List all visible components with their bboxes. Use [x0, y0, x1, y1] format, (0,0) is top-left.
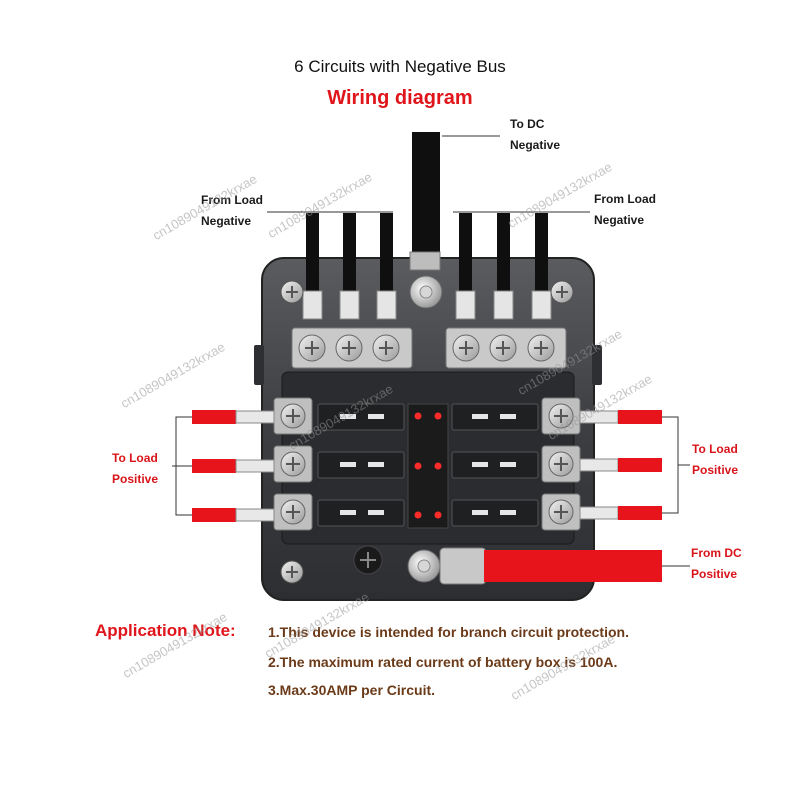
- mounting-screws: [280, 280, 574, 584]
- led-indicators: [414, 412, 442, 519]
- application-note-item-2: 2.The maximum rated current of battery b…: [268, 654, 618, 670]
- label-from-dc-positive: From DC Positive: [691, 546, 742, 581]
- dc-positive-ring-lug: [439, 547, 487, 585]
- label-to-dc-negative: To DC Negative: [510, 117, 561, 152]
- side-tab-right: [592, 345, 602, 385]
- load-negative-wires: [302, 213, 552, 320]
- dc-positive-main-cable: [484, 550, 662, 582]
- load-positive-wires-right: [579, 410, 662, 520]
- fuse-slots: [317, 403, 539, 527]
- leader-lines: [172, 135, 690, 567]
- label-to-load-positive-right: To Load Positive: [692, 442, 739, 477]
- positive-terminals-left: [273, 397, 313, 531]
- load-positive-wires-left: [192, 410, 275, 522]
- led-indicator-strip: [407, 403, 449, 529]
- side-tab-left: [254, 345, 264, 385]
- application-note-heading: Application Note:: [95, 621, 236, 640]
- label-from-load-negative-right: From Load Negative: [594, 192, 656, 227]
- label-to-load-positive-left: To Load Positive: [112, 451, 159, 486]
- diagram-title: 6 Circuits with Negative Bus: [294, 57, 506, 76]
- diagram-subtitle: Wiring diagram: [327, 87, 473, 109]
- application-note-item-3: 3.Max.30AMP per Circuit.: [268, 682, 436, 698]
- dc-negative-ring-lug: [409, 251, 441, 271]
- label-from-load-negative-left: From Load Negative: [201, 193, 263, 228]
- dc-negative-main-cable: [412, 132, 440, 260]
- bus-screws: [298, 334, 555, 362]
- application-note-item-1: 1.This device is intended for branch cir…: [268, 624, 629, 640]
